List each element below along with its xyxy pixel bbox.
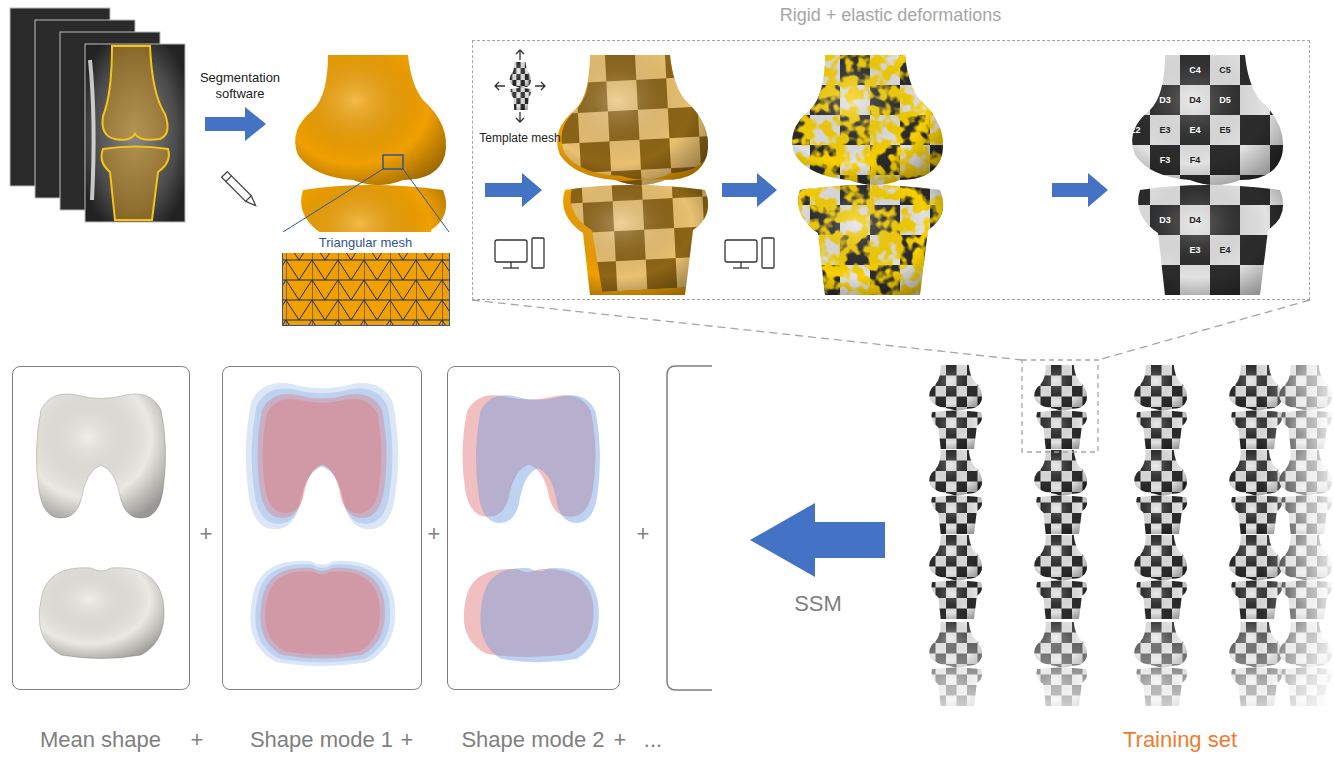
node-label: Triangular mesh xyxy=(282,232,450,253)
grid-code: C5 xyxy=(1213,63,1237,77)
text-slot: F4 xyxy=(1183,153,1207,167)
text-slot: SSM xyxy=(778,590,858,618)
node-label: Shape mode 2 xyxy=(387,726,680,754)
text-slot: D3 xyxy=(1153,213,1177,227)
step-label: Segmentation software xyxy=(198,70,282,102)
grid-code: D4 xyxy=(1183,213,1207,227)
ssm-arrow xyxy=(750,503,885,577)
shape-panel: Mean shape xyxy=(12,366,190,690)
text-slot: Mean shape xyxy=(0,726,250,754)
text-slot: E2 xyxy=(1123,123,1147,137)
grid-code: E3 xyxy=(1153,123,1177,137)
text-slot: Shape mode 2 xyxy=(387,726,680,754)
shape-mode-2 xyxy=(462,395,599,662)
icon-label: Template mesh xyxy=(478,130,562,146)
leader-line xyxy=(1098,300,1310,360)
plus-sign: + xyxy=(610,726,630,754)
ellipsis: ... xyxy=(638,726,668,754)
text-slot: + xyxy=(187,726,207,754)
text-slot: + xyxy=(196,520,216,548)
panel-more xyxy=(667,366,712,690)
mri-stack xyxy=(10,8,185,222)
grid-code: E3 xyxy=(1183,243,1207,257)
node-label: Mean shape xyxy=(0,726,250,754)
text-slot: E3 xyxy=(1183,243,1207,257)
grid-code: D4 xyxy=(1183,93,1207,107)
text-slot: Template mesh xyxy=(478,130,562,146)
shape-mode-1 xyxy=(246,383,398,666)
plus-sign: + xyxy=(196,520,216,548)
mean-shape xyxy=(36,394,165,659)
grid-code: F4 xyxy=(1183,153,1207,167)
text-slot: Training set xyxy=(1100,726,1260,754)
text-slot: F3 xyxy=(1153,153,1177,167)
text-slot: C4 xyxy=(1183,63,1207,77)
grid-code: E4 xyxy=(1213,243,1237,257)
elastic-fit-mesh xyxy=(780,55,950,295)
rigid-fit-mesh xyxy=(557,46,720,295)
text-slot: E4 xyxy=(1183,123,1207,137)
template-icon xyxy=(495,50,545,122)
text-slot: C5 xyxy=(1213,63,1237,77)
pencil-icon xyxy=(222,172,259,209)
plus-sign: + xyxy=(633,520,653,548)
arrow-label: SSM xyxy=(778,590,858,618)
training-set-grid xyxy=(905,350,1334,722)
fitted-template-mesh xyxy=(1132,55,1283,295)
plus-sign: + xyxy=(424,520,444,548)
text-slot: Rigid + elastic deformations xyxy=(472,4,1310,26)
grid-code: C4 xyxy=(1183,63,1207,77)
shape-panel: Shape mode 2 xyxy=(447,366,620,690)
text-slot: + xyxy=(633,520,653,548)
text-slot: D5 xyxy=(1213,93,1237,107)
text-slot: + xyxy=(424,520,444,548)
grid-code: E4 xyxy=(1183,123,1207,137)
selection-box xyxy=(1022,360,1098,452)
grid-code: D3 xyxy=(1153,213,1177,227)
grid-code: F3 xyxy=(1153,153,1177,167)
grid-code: E5 xyxy=(1213,123,1237,137)
plus-sign: + xyxy=(397,726,417,754)
text-slot: D4 xyxy=(1183,93,1207,107)
grid-code: D3 xyxy=(1153,93,1177,107)
set-label: Training set xyxy=(1100,726,1260,754)
text-slot: E5 xyxy=(1213,123,1237,137)
text-slot: + xyxy=(397,726,417,754)
leader-line xyxy=(472,300,1022,360)
grid-code: D5 xyxy=(1213,93,1237,107)
text-slot: Shape mode 1 xyxy=(162,726,482,754)
node-label: Rigid + elastic deformations xyxy=(472,4,1310,26)
zoom-inset: Triangular mesh xyxy=(282,232,450,326)
node-label: Shape mode 1 xyxy=(162,726,482,754)
text-slot: E4 xyxy=(1213,243,1237,257)
grid-code: E2 xyxy=(1123,123,1147,137)
flow-arrow xyxy=(205,107,266,141)
plus-sign: + xyxy=(187,726,207,754)
text-slot: + xyxy=(610,726,630,754)
shape-panel: Shape mode 1 xyxy=(222,366,422,690)
text-slot: Segmentation software xyxy=(198,70,282,102)
text-slot: Triangular mesh xyxy=(282,232,450,253)
text-slot: D4 xyxy=(1183,213,1207,227)
text-slot: D3 xyxy=(1153,93,1177,107)
text-slot: ... xyxy=(638,726,668,754)
text-slot: E3 xyxy=(1153,123,1177,137)
process-group: Rigid + elastic deformations xyxy=(472,40,1310,300)
